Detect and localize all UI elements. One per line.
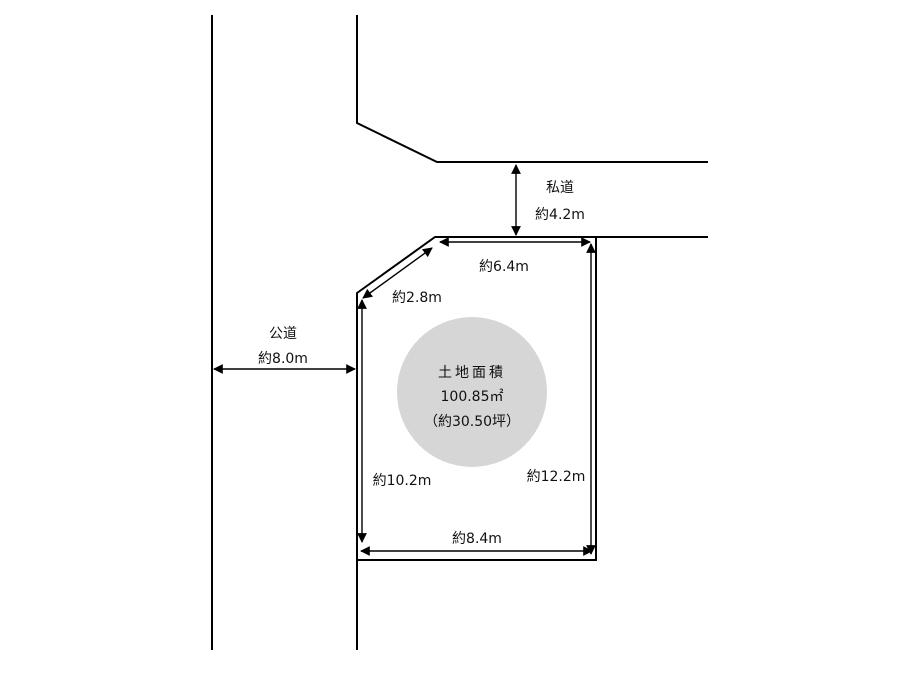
public-road-width: 約8.0m [258, 351, 308, 367]
plot-boundary [356, 236, 597, 561]
private-road-upper-edge [356, 15, 708, 163]
area-sqm: 100.85㎡ [441, 389, 504, 405]
area-circle [397, 317, 547, 467]
area-tsubo: （約30.50坪） [424, 414, 520, 430]
public-road-label: 公道 [269, 326, 297, 342]
private-road-label: 私道 [546, 180, 574, 196]
diagonal-dimension-arrow [362, 247, 433, 299]
area-title: 土地面積 [438, 365, 506, 381]
top-dimension-label: 約6.4m [479, 259, 529, 275]
bottom-dimension-label: 約8.4m [452, 531, 502, 547]
right-dimension-label: 約12.2m [527, 469, 586, 485]
left-dimension-label: 約10.2m [373, 473, 432, 489]
diagonal-dimension-label: 約2.8m [392, 290, 442, 306]
private-road-width: 約4.2m [535, 207, 585, 223]
